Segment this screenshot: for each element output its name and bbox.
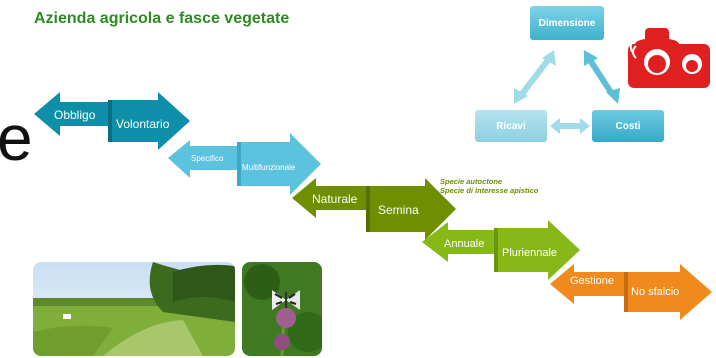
step-2-right-arrow [237, 133, 321, 195]
step-3-left-arrow [292, 178, 372, 218]
step-3-left-label: Naturale [312, 192, 358, 206]
step-4-right-label: Pluriennale [502, 247, 557, 259]
step-4-right-arrow [494, 220, 580, 280]
step-5: Gestione No sfalcio [550, 264, 712, 320]
step-3-right-arrow [366, 178, 456, 240]
step-5-left-label: Gestione [570, 275, 614, 287]
step-5-right-label: No sfalcio [631, 286, 679, 298]
step-4-left-arrow [422, 222, 500, 262]
stray-letter: e [0, 102, 33, 174]
step-3-right-label: Semina [378, 203, 419, 217]
step-2: Specifico Multifunzionale [168, 133, 321, 195]
diagram-box-costs: Costi [592, 110, 664, 142]
note-bee-species: Specie di interesse apistico [440, 186, 539, 195]
step-2-left-arrow [168, 140, 246, 178]
diagram-box-revenue: Ricavi [475, 110, 547, 142]
step-1-left-label: Obbligo [54, 108, 96, 122]
page-title: Azienda agricola e fasce vegetate [34, 10, 290, 27]
step-4-left-label: Annuale [444, 238, 484, 250]
diagram-connectors [514, 50, 620, 134]
step-1-left-arrow [34, 92, 115, 136]
step-2-right-label: Multifunzionale [242, 163, 296, 172]
step-4: Annuale Pluriennale [422, 220, 580, 280]
step-2-left-label: Specifico [191, 154, 224, 163]
field-photo [33, 262, 235, 356]
butterfly-photo [242, 262, 322, 356]
step-3: Naturale Semina [292, 178, 456, 240]
note-native-species: Specie autoctone [440, 177, 503, 186]
farmer-icon [628, 28, 710, 88]
diagram-box-dimension: Dimensione [530, 6, 604, 40]
step-1-right-label: Volontario [116, 117, 170, 131]
step-5-left-arrow [550, 264, 630, 304]
step-5-right-arrow [624, 264, 712, 320]
step-1-right-arrow [108, 92, 190, 150]
step-1: Obbligo Volontario [34, 92, 190, 150]
